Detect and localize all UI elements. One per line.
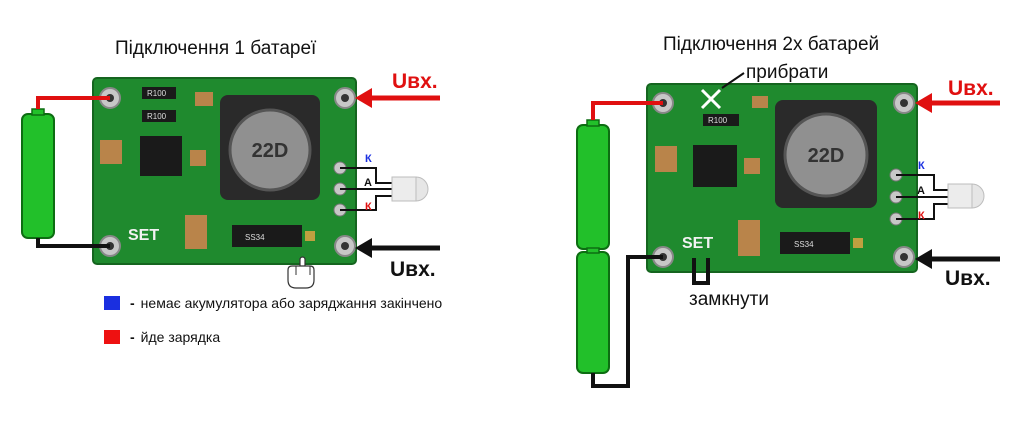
right-ic-chip bbox=[693, 145, 737, 187]
legend-text: йде зарядка bbox=[140, 329, 221, 345]
left-resistor-top bbox=[142, 87, 176, 99]
right-cap-3 bbox=[738, 220, 760, 256]
left-input-minus-label: Uвх. bbox=[390, 258, 436, 281]
right-led-wire-1 bbox=[896, 174, 948, 191]
remove-pointer-line bbox=[721, 72, 745, 89]
right-set-label: SET bbox=[682, 235, 713, 252]
right-pin-k-bottom: К bbox=[918, 210, 925, 222]
left-wire-plus bbox=[36, 96, 110, 109]
right-cap-2 bbox=[655, 146, 677, 172]
right-arrow-plus-head bbox=[915, 93, 932, 113]
right-diode-label: SS34 bbox=[794, 240, 814, 249]
left-led-wire-1 bbox=[340, 167, 392, 184]
right-input-minus-label: Uвх. bbox=[945, 267, 991, 290]
legend-item-red: - йде зарядка bbox=[104, 329, 220, 345]
right-pin-k-top: К bbox=[918, 160, 925, 172]
right-battery-top bbox=[576, 124, 610, 250]
right-led-wire-3 bbox=[896, 203, 948, 220]
left-board: R100 R100 22D SS34 SET bbox=[92, 77, 357, 265]
left-cap-2 bbox=[100, 140, 122, 164]
left-diode bbox=[232, 225, 302, 247]
legend-text: немає акумулятора або заряджання закінче… bbox=[140, 295, 443, 311]
left-inductor-label: 22D bbox=[252, 140, 289, 162]
remove-label: прибрати bbox=[746, 62, 829, 83]
legend-swatch-blue bbox=[104, 296, 120, 310]
left-cap-4 bbox=[190, 150, 206, 166]
left-title: Підключення 1 батареї bbox=[115, 38, 317, 59]
left-pin-k-bottom: К bbox=[365, 201, 372, 213]
right-diode bbox=[780, 232, 850, 254]
left-led-wire-3 bbox=[340, 195, 392, 211]
legend-dash: - bbox=[130, 295, 135, 311]
right-board: R100 22D SS34 SET bbox=[646, 83, 918, 285]
right-led-onboard bbox=[853, 238, 863, 248]
short-label: замкнути bbox=[689, 289, 769, 310]
right-title: Підключення 2х батарей bbox=[663, 34, 880, 55]
right-battery-bottom-cap bbox=[586, 247, 600, 254]
left-pin-k-top: К bbox=[365, 153, 372, 165]
left-resistor-bottom bbox=[142, 110, 176, 122]
right-resistor-top bbox=[703, 114, 739, 126]
x-mark-icon bbox=[700, 88, 722, 110]
left-led-onboard bbox=[305, 231, 315, 241]
left-input-plus-label: Uвх. bbox=[392, 70, 438, 93]
left-pin-a: A bbox=[364, 177, 372, 189]
right-inductor-label: 22D bbox=[808, 145, 845, 167]
right-led-dome bbox=[971, 183, 985, 209]
hand-pointer-icon bbox=[287, 256, 315, 289]
left-ic-chip bbox=[140, 136, 182, 176]
left-cap-1 bbox=[195, 92, 213, 106]
left-led-dome bbox=[415, 176, 429, 202]
right-battery-top-cap bbox=[586, 119, 600, 127]
right-wire-minus bbox=[591, 255, 663, 388]
right-wire-plus bbox=[591, 101, 663, 120]
right-led-body bbox=[947, 183, 973, 209]
legend-item-blue: - немає акумулятора або заряджання закін… bbox=[104, 295, 442, 311]
legend-swatch-red bbox=[104, 330, 120, 344]
right-pin-a: A bbox=[917, 185, 925, 197]
left-arrow-minus-head bbox=[355, 238, 372, 258]
left-diode-label: SS34 bbox=[245, 233, 265, 242]
left-battery bbox=[21, 113, 55, 239]
right-battery-bottom bbox=[576, 251, 610, 374]
right-resistor-top-label: R100 bbox=[708, 116, 728, 125]
left-battery-cap bbox=[31, 108, 45, 116]
left-wire-minus bbox=[36, 238, 110, 248]
left-set-label: SET bbox=[128, 227, 159, 244]
left-resistor-bottom-label: R100 bbox=[147, 112, 167, 121]
right-cap-4 bbox=[744, 158, 760, 174]
left-arrow-plus-head bbox=[355, 88, 372, 108]
right-arrow-minus-head bbox=[915, 249, 932, 269]
left-led-body bbox=[391, 176, 417, 202]
right-cap-1 bbox=[752, 96, 768, 108]
right-short-jumper bbox=[692, 258, 710, 285]
left-cap-3 bbox=[185, 215, 207, 249]
left-resistor-top-label: R100 bbox=[147, 89, 167, 98]
right-input-plus-label: Uвх. bbox=[948, 77, 994, 100]
legend-dash: - bbox=[130, 329, 135, 345]
